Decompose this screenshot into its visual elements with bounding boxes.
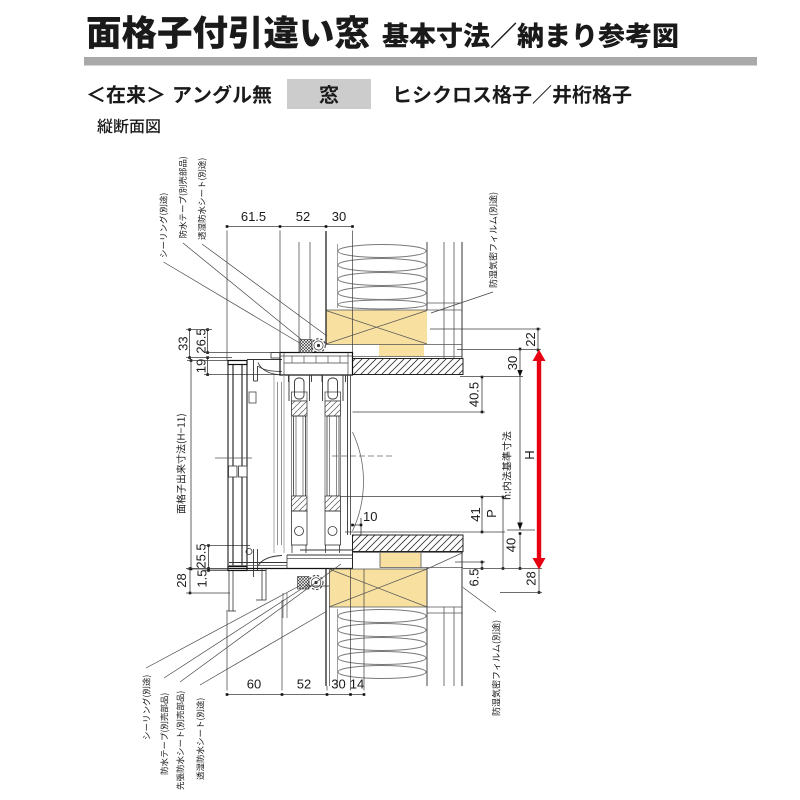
svg-text:41: 41	[468, 507, 483, 521]
svg-text:25.5: 25.5	[193, 543, 208, 568]
svg-text:30: 30	[331, 677, 345, 692]
svg-text:40.5: 40.5	[467, 382, 482, 407]
svg-text:60: 60	[247, 677, 261, 692]
svg-text:P: P	[484, 509, 499, 518]
svg-text:52: 52	[297, 677, 311, 692]
svg-text:22: 22	[523, 332, 538, 346]
svg-text:52: 52	[296, 209, 310, 224]
svg-text:H: H	[522, 450, 537, 459]
svg-text:30: 30	[332, 209, 346, 224]
svg-text:6.5: 6.5	[467, 568, 482, 586]
svg-text:28: 28	[524, 571, 539, 585]
svg-text:33: 33	[175, 336, 190, 350]
svg-text:1.5: 1.5	[194, 569, 209, 587]
svg-text:30: 30	[505, 356, 520, 370]
svg-text:19: 19	[193, 359, 208, 373]
svg-text:26.5: 26.5	[193, 328, 208, 353]
svg-text:14: 14	[350, 677, 364, 692]
svg-text:10: 10	[363, 509, 377, 524]
svg-text:28: 28	[174, 573, 189, 587]
svg-text:61.5: 61.5	[241, 209, 266, 224]
svg-text:40: 40	[504, 538, 519, 552]
